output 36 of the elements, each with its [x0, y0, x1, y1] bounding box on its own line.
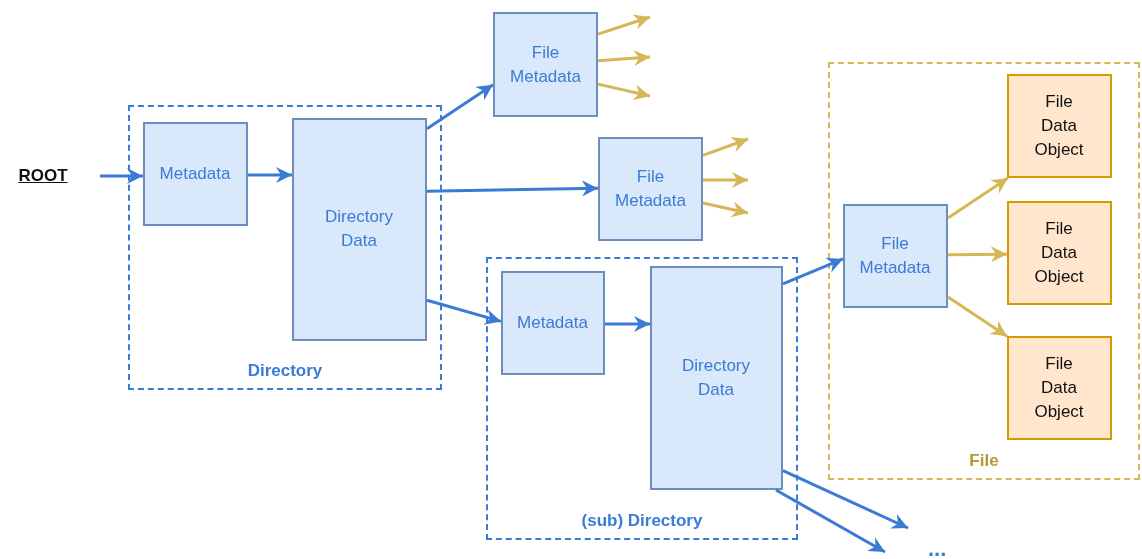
dashed-group-frame: [486, 257, 798, 540]
arrow: [948, 246, 1008, 263]
arrow: [597, 82, 651, 101]
process-box: File Metadata: [598, 137, 703, 241]
process-box: Directory Data: [291, 117, 427, 341]
process-box: File Metadata: [842, 203, 948, 308]
arrow: [426, 180, 599, 197]
arrow: [702, 136, 749, 157]
ellipsis-label: ...: [928, 543, 947, 555]
data-object-box: File Data Object: [1006, 335, 1112, 440]
arrow: [702, 201, 749, 218]
data-object-box: File Data Object: [1006, 73, 1112, 178]
arrow: [100, 168, 143, 184]
arrow: [597, 14, 651, 36]
process-box: Metadata: [142, 121, 248, 226]
data-object-box: File Data Object: [1006, 200, 1112, 305]
arrow: [605, 316, 650, 332]
arrow: [947, 176, 1009, 220]
root-label: ROOT: [10, 164, 76, 188]
process-box: Directory Data: [649, 265, 783, 490]
arrow: [426, 298, 502, 325]
dashed-group-frame: [828, 62, 1140, 480]
group-label: (sub) Directory: [580, 510, 704, 532]
arrow: [782, 469, 909, 530]
group-label: File: [968, 450, 1000, 472]
process-box: Metadata: [500, 270, 605, 375]
arrow: [597, 50, 651, 67]
arrow: [947, 295, 1008, 338]
arrow: [426, 83, 494, 130]
arrow: [703, 172, 748, 188]
group-label: Directory: [246, 360, 324, 382]
arrow: [775, 488, 886, 554]
dashed-group-frame: [128, 105, 442, 390]
arrow: [782, 257, 844, 286]
process-box: File Metadata: [493, 12, 598, 117]
arrow: [248, 167, 292, 183]
